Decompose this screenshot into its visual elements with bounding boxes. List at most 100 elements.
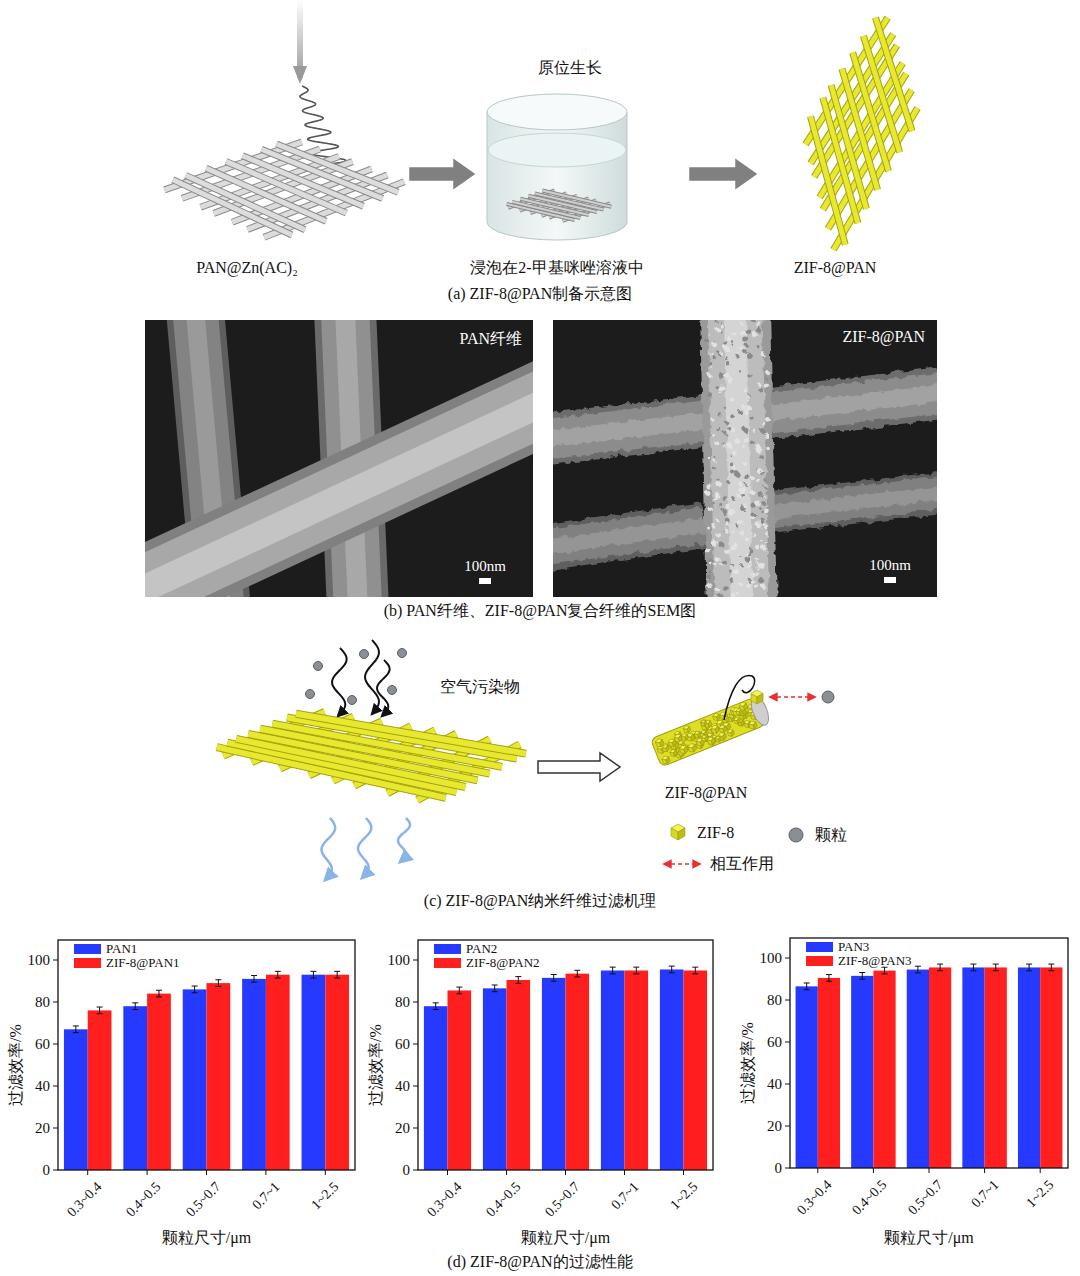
sem-grain	[742, 460, 746, 464]
legend-particle	[789, 828, 803, 842]
sem-grain	[753, 534, 757, 538]
cube-face	[710, 738, 715, 745]
bar	[1040, 967, 1062, 1168]
sem-fiber	[145, 395, 533, 597]
sem-grain	[764, 433, 769, 438]
sem-grain	[739, 370, 741, 372]
bar	[507, 980, 531, 1170]
petri-dish	[487, 94, 627, 240]
sem-grain	[747, 491, 749, 493]
sem-grain	[705, 574, 710, 579]
tick-label: 1~2.5	[667, 1179, 702, 1214]
tick-label: 40	[767, 1075, 782, 1093]
process-arrow	[690, 160, 756, 188]
legend-swatch	[74, 944, 101, 954]
error-bar	[993, 964, 999, 971]
sem-grain	[763, 524, 767, 528]
error-bar	[804, 983, 810, 990]
y-tick	[413, 1170, 418, 1171]
cube-face	[718, 737, 722, 742]
sem-grain	[750, 490, 755, 495]
tick-label: 0.7~1	[968, 1177, 1003, 1212]
sem-grain	[738, 320, 740, 321]
error-bar	[156, 990, 162, 997]
sem-grain	[753, 430, 756, 433]
tick-label: 0.4~0.5	[482, 1179, 524, 1221]
sem-grain	[742, 406, 746, 410]
sem-grain	[745, 484, 747, 486]
sem-grain	[757, 382, 760, 385]
tick-label: ZIF-8@PAN	[842, 327, 925, 346]
sem-grain	[752, 334, 755, 337]
sem-grain	[755, 523, 760, 528]
y-tick	[785, 1168, 790, 1169]
error-bar	[334, 971, 340, 978]
sem-grain	[727, 417, 730, 420]
tick-label: 60	[767, 1033, 782, 1051]
sem-grain	[766, 447, 770, 451]
error-bar	[251, 976, 257, 983]
sem-grain	[746, 584, 751, 589]
sem-grain	[760, 539, 762, 541]
bar	[448, 990, 472, 1170]
bar	[601, 971, 625, 1171]
process-arrow	[410, 160, 474, 188]
sem-grain	[719, 543, 724, 548]
tick-label: 0.4~0.5	[849, 1177, 891, 1219]
legend-swatch	[434, 944, 461, 954]
legend-interaction	[664, 863, 700, 865]
sem-grain	[751, 320, 754, 322]
legend-text: ZIF-8@PAN1	[106, 955, 180, 971]
sem-grain	[716, 541, 718, 543]
sem-grain	[750, 375, 753, 378]
fiber	[261, 149, 382, 198]
sem-grain	[750, 416, 754, 420]
sem-grain	[720, 373, 724, 377]
sem-grain	[745, 537, 749, 541]
sem-grain	[740, 486, 745, 491]
fiber	[863, 36, 899, 152]
y-tick	[53, 1086, 58, 1087]
caption-label: 原位生长	[538, 58, 602, 77]
tick-label: 0.3~0.4	[794, 1177, 836, 1219]
legend-text: 相互作用	[710, 854, 774, 873]
sem-grain	[758, 387, 763, 392]
error-bar	[132, 1003, 138, 1010]
sem-grain	[743, 445, 745, 447]
sem-grain	[729, 578, 734, 583]
sem-grain	[751, 442, 755, 446]
sem-grain	[724, 446, 727, 449]
x-tick	[624, 1170, 625, 1175]
sem-grain	[761, 421, 765, 425]
pollutant-particle	[348, 696, 357, 705]
bar	[625, 971, 649, 1171]
flow-arrow	[398, 818, 410, 862]
legend-text: PAN2	[466, 941, 497, 957]
y-tick	[53, 1002, 58, 1003]
sem-grain	[743, 505, 746, 508]
sem-grain	[719, 392, 722, 395]
sem-grain	[719, 321, 721, 323]
sem-grain	[725, 549, 731, 555]
zif8-pan-filter	[217, 712, 526, 800]
sem-grain	[732, 497, 736, 501]
x-tick	[87, 1170, 88, 1175]
sem-grain	[724, 372, 730, 378]
sem-grain	[731, 343, 733, 345]
bar	[242, 979, 266, 1170]
y-tick	[53, 1128, 58, 1129]
tick-label: 40	[35, 1077, 50, 1095]
x-tick	[1040, 1168, 1041, 1173]
sem-grain	[713, 460, 716, 463]
sem-grain	[747, 394, 751, 398]
tick-label: 80	[767, 991, 782, 1009]
jet-tip	[293, 66, 307, 84]
sem-grain	[715, 327, 720, 332]
error-bar	[551, 974, 557, 981]
sem-grain	[719, 594, 723, 597]
error-bar	[275, 971, 281, 978]
sem-grain	[747, 399, 749, 401]
bar	[302, 975, 326, 1170]
y-tick	[413, 1086, 418, 1087]
sem-grain	[756, 445, 762, 451]
